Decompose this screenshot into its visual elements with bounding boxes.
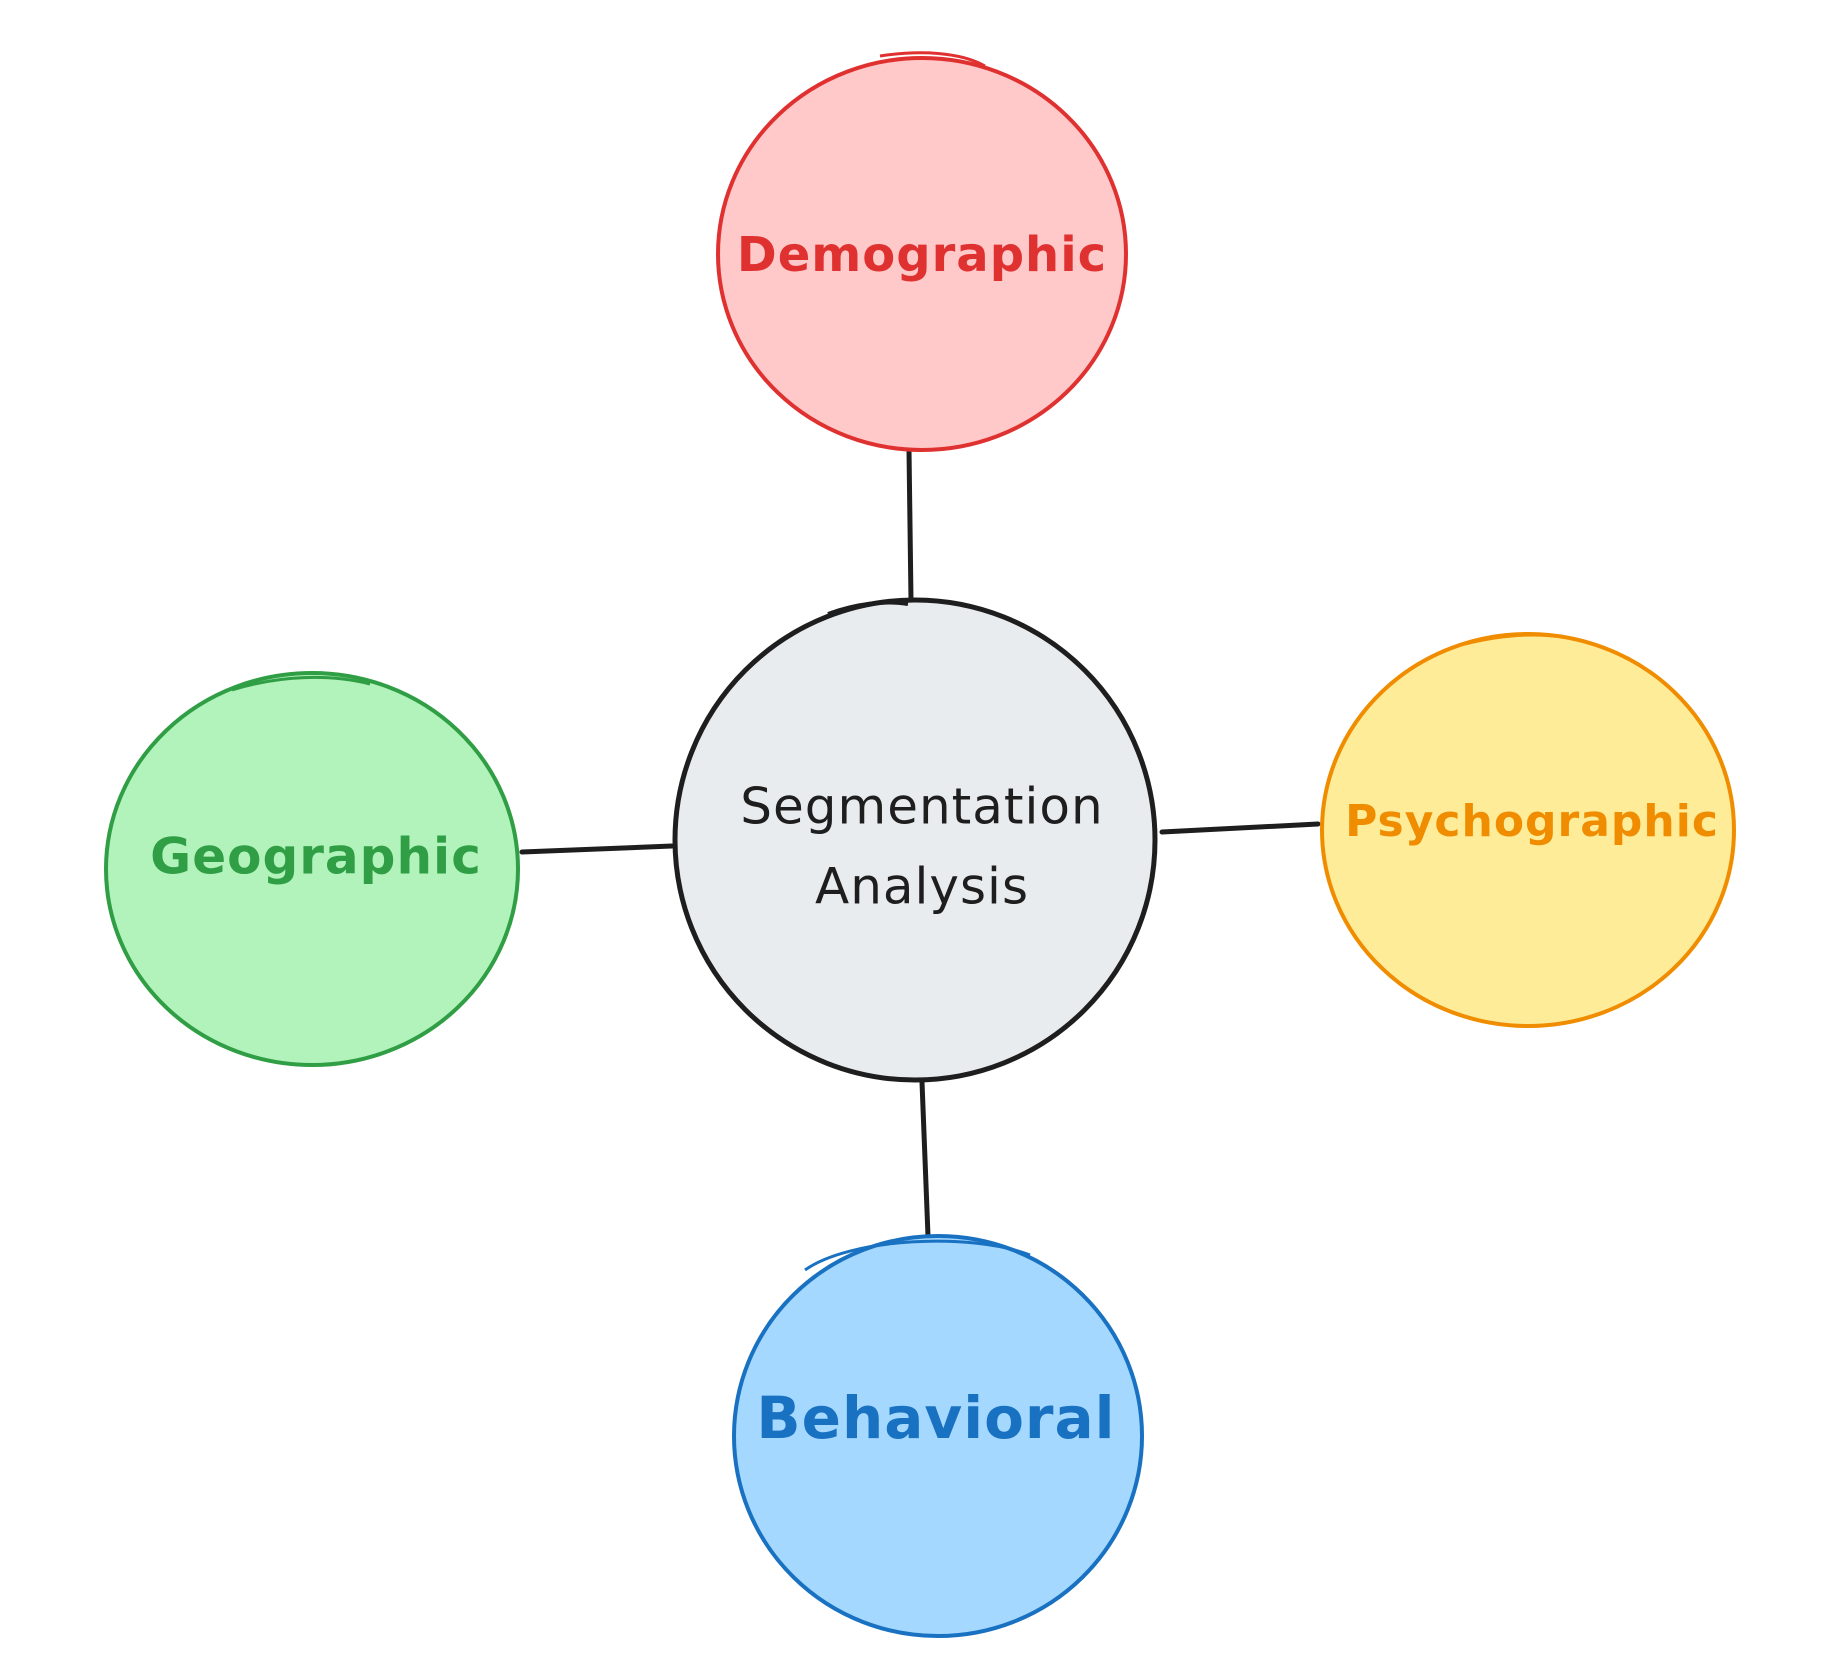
node-behavioral-label: Behavioral xyxy=(756,1384,1115,1452)
center-title-line-1: Segmentation xyxy=(740,778,1103,836)
node-demographic[interactable]: Demographic xyxy=(716,51,1128,452)
center-title-line-2: Analysis xyxy=(815,858,1029,916)
center-circle xyxy=(672,597,1158,1083)
node-demographic-label: Demographic xyxy=(737,227,1107,283)
node-behavioral-circle xyxy=(732,1234,1144,1638)
node-geographic[interactable]: Geographic xyxy=(104,671,520,1067)
node-demographic-circle xyxy=(716,56,1128,452)
node-geographic-sketch-stroke xyxy=(231,675,371,692)
connector-demographic xyxy=(906,447,914,603)
node-psychographic[interactable]: Psychographic xyxy=(1320,632,1736,1028)
node-behavioral-sketch-stroke xyxy=(804,1239,1031,1272)
center-sketch-stroke xyxy=(827,600,909,616)
node-psychographic-label: Psychographic xyxy=(1345,796,1719,847)
node-psychographic-sketch-stroke xyxy=(1464,633,1581,646)
node-geographic-label: Geographic xyxy=(150,828,482,886)
node-behavioral[interactable]: Behavioral xyxy=(732,1234,1144,1638)
connector-geographic xyxy=(519,843,675,855)
connector-behavioral xyxy=(919,1079,931,1239)
node-center[interactable]: Segmentation Analysis xyxy=(672,597,1158,1083)
node-geographic-circle xyxy=(104,671,520,1067)
connectors xyxy=(519,447,1321,1239)
connector-psychographic xyxy=(1159,821,1321,835)
node-demographic-sketch-stroke xyxy=(879,51,986,68)
